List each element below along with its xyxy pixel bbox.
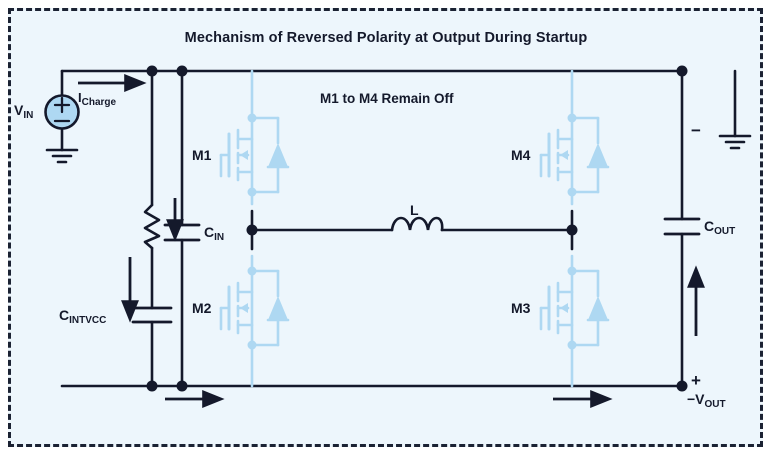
cin-label-text: C [204, 224, 215, 240]
resistor-intvcc [143, 203, 161, 250]
cintvcc-label-text: C [59, 307, 70, 323]
m4-label: M4 [511, 147, 531, 163]
cin-label: CIN [204, 224, 225, 243]
vout-label-sub: OUT [704, 398, 726, 410]
inductor-label: L [410, 202, 419, 218]
mosfet-m1 [219, 69, 290, 206]
cin-label-sub: IN [214, 231, 225, 243]
inductor-l [390, 216, 444, 232]
voltage-source-vin [44, 94, 80, 130]
vout-label-text: −V [687, 391, 705, 407]
mosfet-m2 [219, 254, 290, 388]
junction-dots [146, 65, 688, 392]
cintvcc-label: CINTVCC [59, 307, 107, 326]
ground-output [718, 134, 752, 150]
icharge-label-text: I [78, 90, 82, 105]
m1-label: M1 [192, 147, 212, 163]
output-plus-sign: + [691, 371, 701, 390]
vin-label: VIN [14, 102, 34, 121]
mosfet-m4 [539, 69, 610, 206]
cintvcc-label-sub2: CC [91, 314, 107, 326]
capacitor-cout [663, 217, 701, 236]
capacitor-cin [163, 223, 201, 242]
cout-label-text: C [704, 218, 715, 234]
mosfet-m3 [539, 254, 610, 388]
vin-label-text: V [14, 102, 24, 118]
vin-label-sub: IN [23, 109, 34, 121]
cintvcc-label-sub1: INTV [69, 314, 92, 326]
m2-label: M2 [192, 300, 212, 316]
m3-label: M3 [511, 300, 531, 316]
output-minus-sign: − [691, 121, 701, 140]
ground-input [45, 148, 79, 164]
icharge-label: ICharge [78, 90, 117, 108]
figure-title: Mechanism of Reversed Polarity at Output… [184, 30, 588, 46]
cout-label-sub: OUT [714, 225, 736, 237]
icharge-label-sub: Charge [81, 96, 117, 108]
figure-subtitle: M1 to M4 Remain Off [320, 91, 454, 106]
capacitor-cintvcc [131, 306, 173, 324]
vout-label: −VOUT [687, 391, 726, 410]
cout-label: COUT [704, 218, 736, 237]
